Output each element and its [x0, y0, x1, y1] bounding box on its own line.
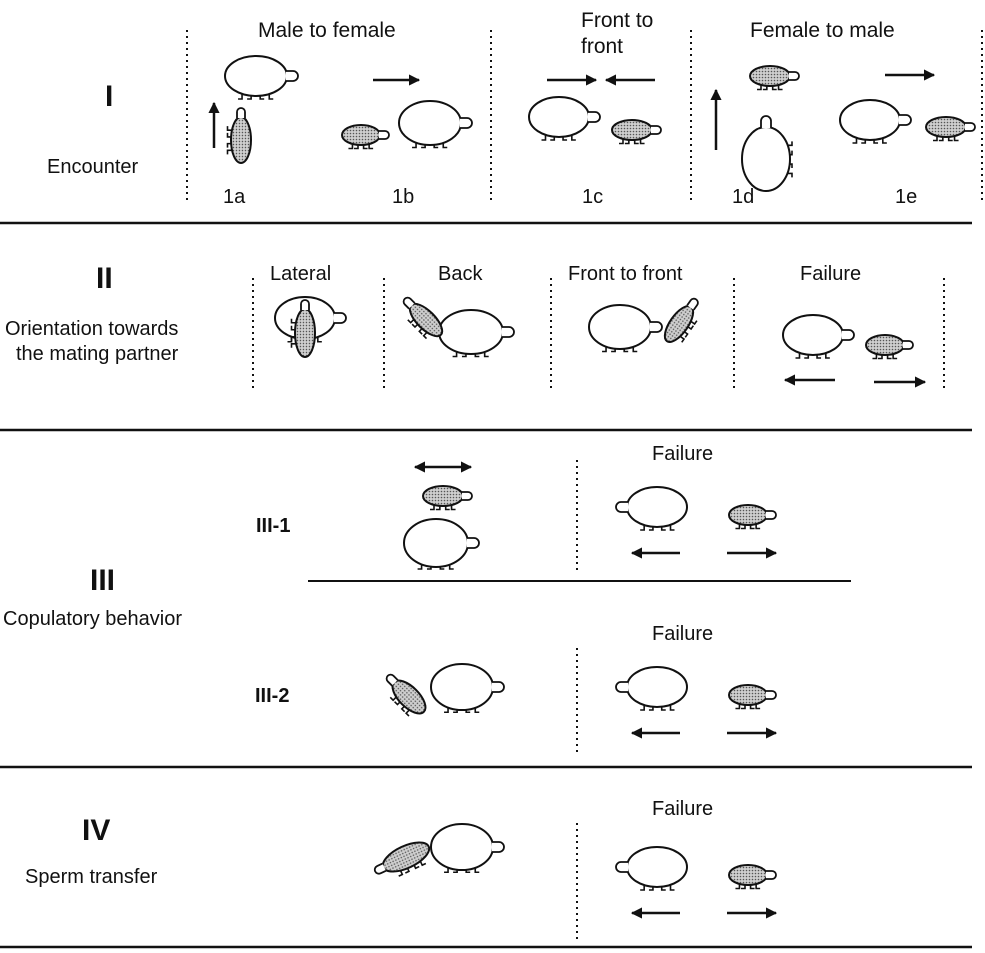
female-mite-icon	[840, 100, 911, 143]
label-1b: 1b	[392, 186, 414, 208]
col-failure: Failure	[800, 263, 861, 285]
col-back: Back	[438, 263, 483, 285]
stage-2-name-line1: Orientation towards	[5, 318, 178, 340]
female-mite-icon	[431, 664, 504, 712]
stage-3-name: Copulatory behavior	[3, 608, 182, 630]
male-mite-icon	[660, 294, 707, 348]
male-mite-icon	[378, 669, 431, 722]
male-mite-icon	[371, 836, 435, 884]
stage-3-numeral: III	[90, 564, 115, 597]
male-mite-icon	[729, 685, 776, 709]
group-female-to-male: Female to male	[750, 19, 895, 42]
label-1c: 1c	[582, 186, 603, 208]
male-mite-icon	[228, 108, 252, 163]
mites	[225, 56, 975, 890]
failure-iii-1: Failure	[652, 443, 713, 465]
male-mite-icon	[342, 125, 389, 149]
male-mite-icon	[866, 335, 913, 359]
sub-iii-1: III-1	[256, 515, 290, 537]
female-mite-icon	[616, 667, 687, 710]
male-mite-icon	[750, 66, 799, 90]
stage-2-name-line2: the mating partner	[16, 343, 179, 365]
female-mite-icon	[439, 310, 514, 357]
stage-3: III Copulatory behavior III-1 III-2 Fail…	[3, 443, 713, 707]
label-1a: 1a	[223, 186, 246, 208]
female-mite-icon	[742, 116, 792, 191]
female-mite-icon	[783, 315, 854, 358]
group-front-to-front-line1: Front to	[581, 9, 653, 32]
male-mite-icon	[396, 292, 447, 343]
col-front-to-front: Front to front	[568, 263, 683, 285]
arrows	[214, 75, 934, 913]
stage-4: IV Sperm transfer Failure	[25, 798, 713, 888]
label-1e: 1e	[895, 186, 917, 208]
dividers	[187, 30, 982, 942]
male-mite-icon	[926, 117, 975, 141]
female-mite-icon	[589, 305, 662, 352]
stage-4-name: Sperm transfer	[25, 866, 158, 888]
stage-1: I Encounter Male to female Front to fron…	[47, 9, 917, 208]
female-mite-icon	[431, 824, 504, 872]
female-mite-icon	[616, 487, 687, 530]
male-mite-icon	[729, 865, 776, 889]
stage-2-numeral: II	[96, 262, 113, 295]
group-male-to-female: Male to female	[258, 19, 396, 42]
sub-iii-2: III-2	[255, 685, 289, 707]
failure-iii-2: Failure	[652, 623, 713, 645]
stage-1-numeral: I	[105, 80, 113, 113]
label-1d: 1d	[732, 186, 754, 208]
male-mite-icon	[729, 505, 776, 529]
stage-1-name: Encounter	[47, 156, 139, 178]
stage-4-numeral: IV	[82, 814, 110, 847]
female-mite-icon	[529, 97, 600, 140]
group-front-to-front-line2: front	[581, 35, 623, 58]
female-mite-icon	[225, 56, 298, 99]
male-mite-icon	[423, 486, 472, 510]
female-mite-icon	[616, 847, 687, 890]
col-lateral: Lateral	[270, 263, 331, 285]
male-mite-icon	[612, 120, 661, 144]
female-mite-icon	[399, 101, 472, 148]
female-mite-icon	[404, 519, 479, 569]
failure-iv: Failure	[652, 798, 713, 820]
